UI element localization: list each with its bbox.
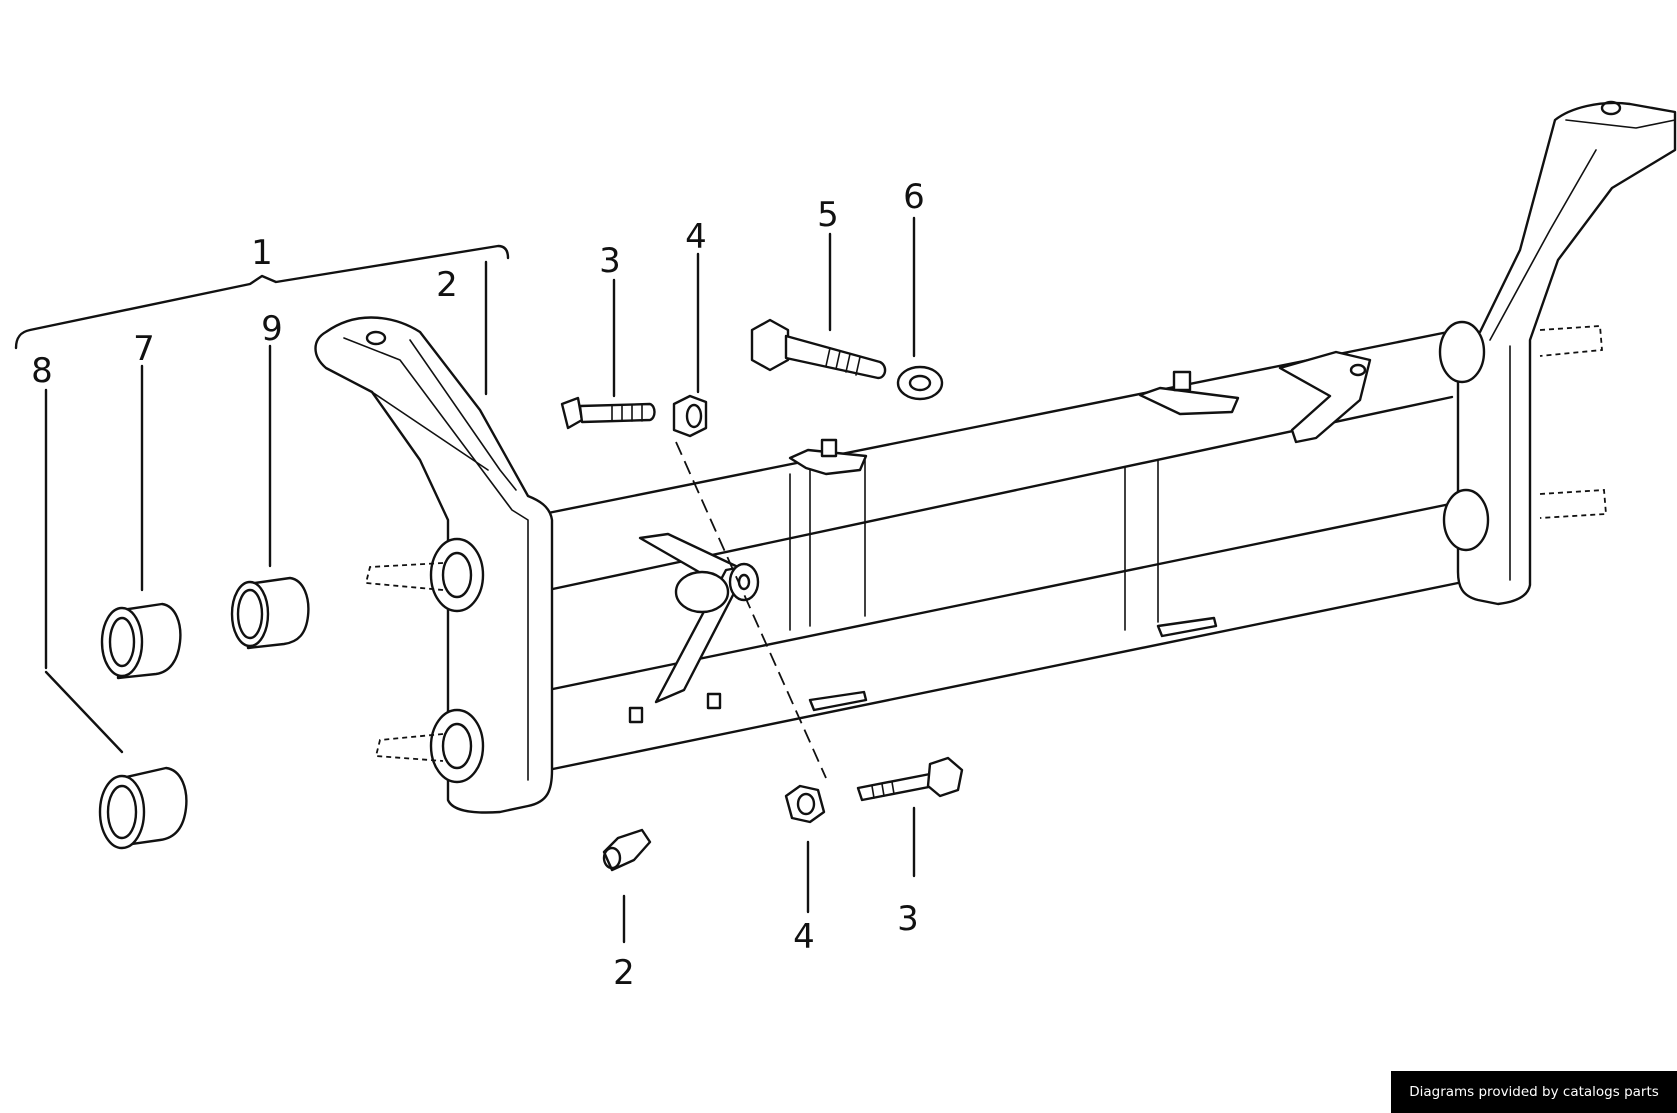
callout-2-top: 2 [436, 265, 458, 305]
right-side-plate [1438, 100, 1677, 606]
callout-5: 5 [817, 195, 839, 235]
bushing-9 [230, 576, 310, 650]
left-side-plate [314, 316, 554, 814]
callout-3-bottom: 3 [897, 899, 919, 939]
callout-2-bottom: 2 [613, 953, 635, 993]
center-lever [628, 532, 760, 724]
needle-bearing-8 [98, 766, 188, 850]
lower-torsion-tube [546, 459, 1460, 772]
watermark-credit: Diagrams provided by catalogs parts [1391, 1071, 1677, 1113]
callout-7: 7 [133, 329, 155, 369]
callout-9: 9 [261, 309, 283, 349]
callout-8: 8 [31, 351, 53, 391]
left-stub-shafts [364, 537, 485, 784]
callout-6: 6 [903, 177, 925, 217]
lower-pads [808, 616, 1218, 712]
alignment-line [675, 441, 827, 779]
nut-4-bottom [784, 784, 826, 824]
callout-numbers: 1 2 8 7 9 3 4 5 6 2 4 3 [31, 177, 925, 993]
callout-4-bottom: 4 [793, 917, 815, 957]
leader-lines [14, 216, 916, 944]
lock-washer-6 [896, 365, 944, 401]
grease-nipple-2 [602, 828, 652, 872]
bolt-3-bottom [856, 756, 964, 802]
tube-brackets [788, 350, 1372, 476]
needle-bearing-7 [100, 602, 182, 680]
nut-4-top [672, 394, 708, 438]
bolt-3-top [560, 396, 656, 430]
callout-4-top: 4 [685, 217, 707, 257]
callout-1: 1 [251, 233, 273, 273]
bolt-5 [750, 318, 887, 380]
front-axle-beam-assembly [314, 100, 1677, 814]
callout-3-top: 3 [599, 241, 621, 281]
